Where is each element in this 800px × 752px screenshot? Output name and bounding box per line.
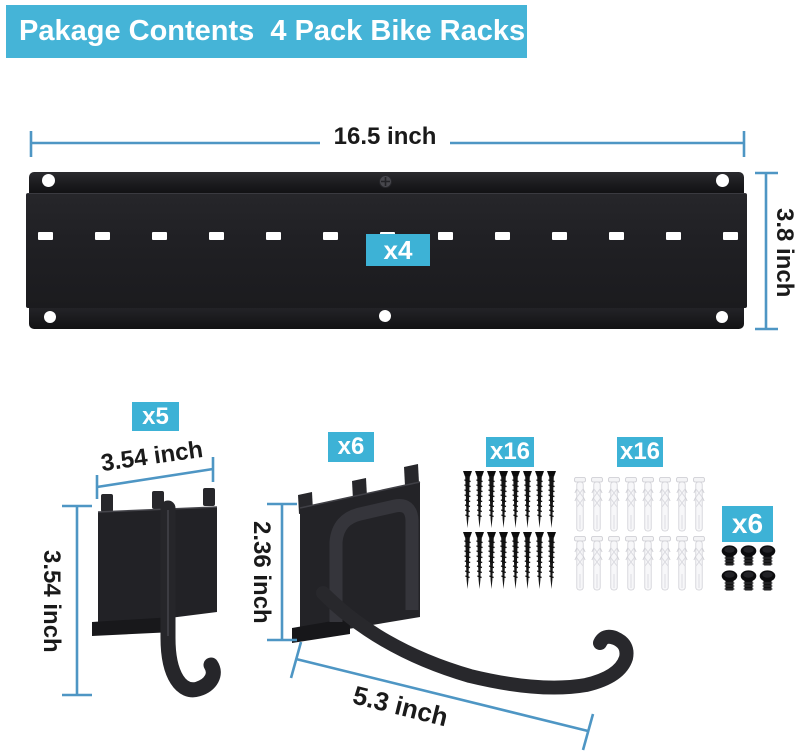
wall-anchor-icon bbox=[591, 536, 603, 591]
wall-anchor-icon bbox=[676, 477, 688, 532]
mount-hole-icon bbox=[379, 310, 391, 322]
screw-icon bbox=[511, 532, 520, 589]
wall-anchor-icon bbox=[591, 477, 603, 532]
rail-slot-icon bbox=[551, 232, 567, 240]
j-hook-part bbox=[92, 488, 221, 698]
screw-icon bbox=[463, 532, 472, 589]
short-screw-icon bbox=[759, 570, 776, 591]
long-screws-row bbox=[463, 471, 556, 528]
screw-icon bbox=[535, 532, 544, 589]
short-screws-row bbox=[721, 545, 776, 568]
long-hook-height-label: 2.36 inch bbox=[248, 520, 275, 624]
j-hook-width-label: 3.54 inch bbox=[99, 435, 205, 478]
mount-hole-icon bbox=[716, 174, 729, 187]
wall-anchor-icon bbox=[574, 536, 586, 591]
rail-slot-icon bbox=[266, 232, 282, 240]
short-screws-row bbox=[721, 570, 776, 593]
rail-height-label: 3.8 inch bbox=[771, 208, 798, 298]
wall-anchor-icon bbox=[693, 536, 705, 591]
wall-anchor-icon bbox=[659, 477, 671, 532]
rail-slot-icon bbox=[323, 232, 339, 240]
short-screw-icon bbox=[721, 570, 738, 591]
screw-icon bbox=[535, 471, 544, 528]
wall-anchors-row bbox=[574, 477, 705, 532]
wall-anchor-icon bbox=[608, 536, 620, 591]
wall-anchor-icon bbox=[625, 536, 637, 591]
screw-icon bbox=[523, 532, 532, 589]
rail-slot-icon bbox=[95, 232, 111, 240]
mount-hole-icon bbox=[42, 174, 55, 187]
screw-icon bbox=[523, 471, 532, 528]
long-screws-count-badge: x16 bbox=[486, 437, 534, 467]
short-screw-icon bbox=[759, 545, 776, 566]
j-hook-height-label: 3.54 inch bbox=[38, 549, 65, 653]
wall-anchors-count-badge: x16 bbox=[617, 437, 663, 467]
wall-anchor-icon bbox=[676, 536, 688, 591]
wall-anchor-icon bbox=[625, 477, 637, 532]
screw-icon bbox=[463, 471, 472, 528]
long-hook-count-badge: x6 bbox=[328, 432, 374, 462]
short-screw-icon bbox=[721, 545, 738, 566]
rail-slot-icon bbox=[437, 232, 453, 240]
rail-slot-icon bbox=[38, 232, 53, 240]
mount-hole-icon bbox=[716, 311, 728, 323]
wall-anchor-icon bbox=[642, 536, 654, 591]
mount-hole-icon bbox=[44, 311, 56, 323]
rail-slot-icon bbox=[722, 232, 738, 240]
j-hook-count-badge: x5 bbox=[132, 402, 179, 431]
short-screws-count-badge: x6 bbox=[722, 506, 773, 542]
wall-anchors-row bbox=[574, 536, 705, 591]
rail-slot-icon bbox=[209, 232, 225, 240]
screw-icon bbox=[547, 471, 556, 528]
wall-anchor-icon bbox=[693, 477, 705, 532]
screw-icon bbox=[487, 471, 496, 528]
wall-anchor-icon bbox=[642, 477, 654, 532]
wall-anchor-icon bbox=[608, 477, 620, 532]
rail-width-label: 16.5 inch bbox=[320, 121, 450, 153]
short-screw-icon bbox=[740, 545, 757, 566]
screw-icon bbox=[475, 532, 484, 589]
screw-icon bbox=[499, 532, 508, 589]
wall-anchor-icon bbox=[659, 536, 671, 591]
rail-slot-icon bbox=[665, 232, 681, 240]
rail-slot-icon bbox=[494, 232, 510, 240]
screw-icon bbox=[511, 471, 520, 528]
screw-icon bbox=[547, 532, 556, 589]
screw-icon bbox=[487, 532, 496, 589]
rail-count-badge: x4 bbox=[366, 234, 430, 266]
title-banner: Pakage Contents 4 Pack Bike Racks bbox=[6, 5, 527, 58]
screw-icon bbox=[499, 471, 508, 528]
long-screws-row bbox=[463, 532, 556, 589]
short-screw-icon bbox=[740, 570, 757, 591]
screw-head-icon bbox=[379, 175, 392, 188]
screw-icon bbox=[475, 471, 484, 528]
rail-slot-icon bbox=[608, 232, 624, 240]
rail-slot-icon bbox=[152, 232, 168, 240]
wall-anchor-icon bbox=[574, 477, 586, 532]
